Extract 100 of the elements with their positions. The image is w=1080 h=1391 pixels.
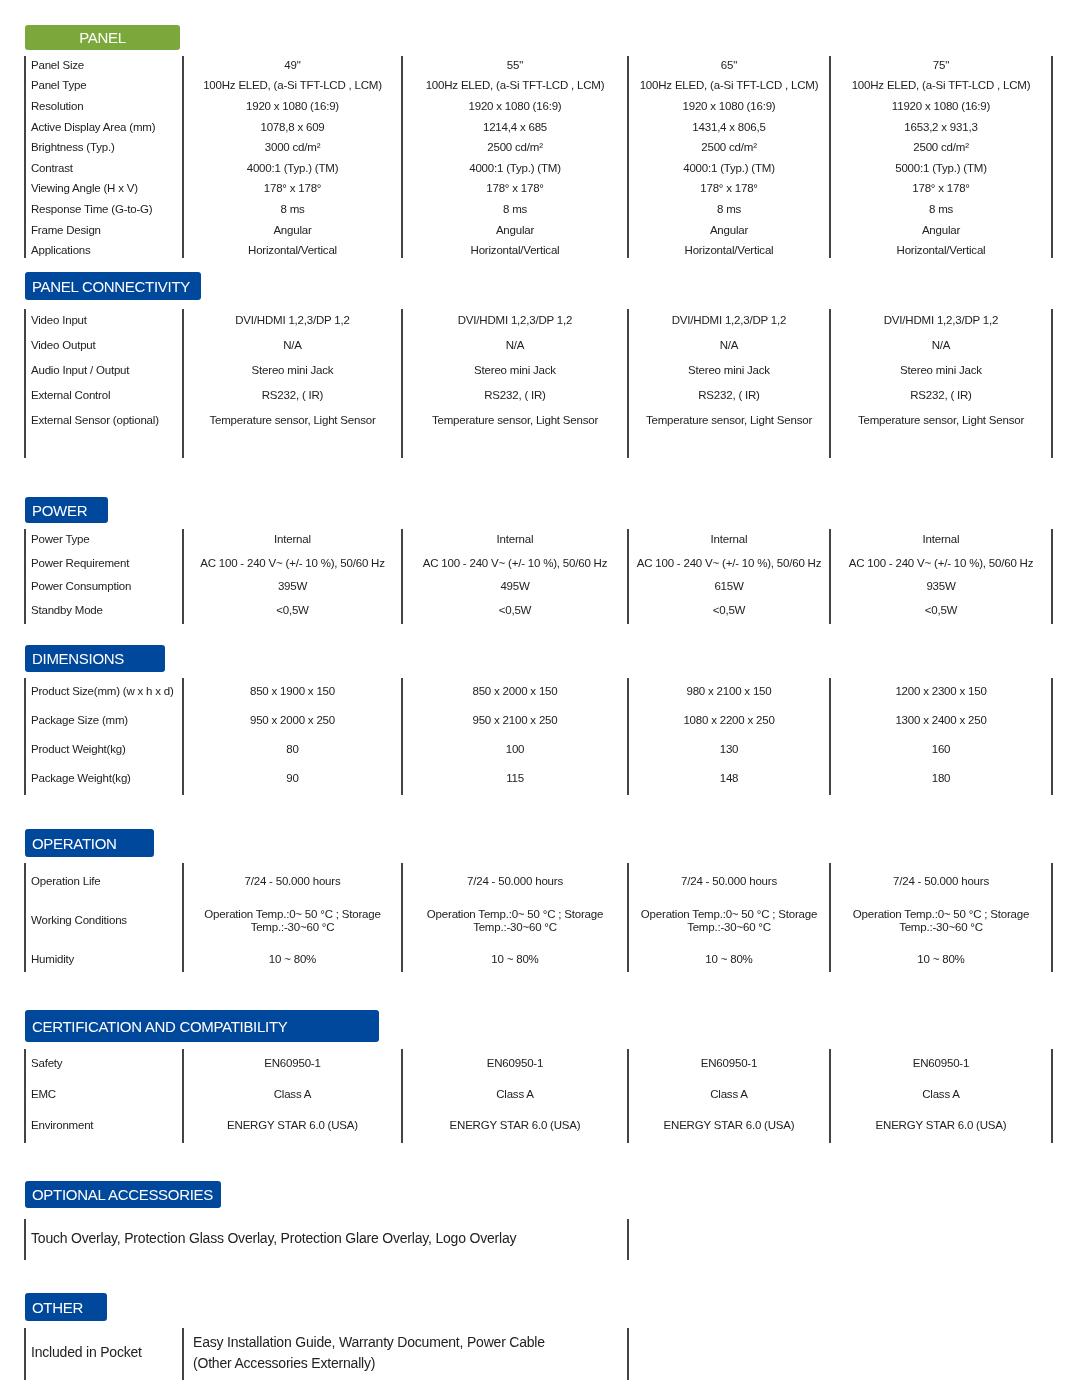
spec-value: Angular bbox=[708, 223, 750, 237]
spec-value: Horizontal/Vertical bbox=[247, 244, 338, 258]
spec-value: Class A bbox=[272, 1088, 313, 1101]
spec-value: ENERGY STAR 6.0 (USA) bbox=[448, 1119, 582, 1132]
spec-label: Safety bbox=[30, 1057, 64, 1070]
spec-value: Stereo mini Jack bbox=[687, 364, 771, 377]
spec-value: Class A bbox=[709, 1088, 749, 1101]
spec-label: Contrast bbox=[30, 161, 74, 175]
spec-value: N/A bbox=[718, 339, 740, 352]
spec-value: 1653,2 x 931,3 bbox=[903, 120, 979, 134]
spec-label: Applications bbox=[30, 244, 92, 258]
spec-value: Angular bbox=[920, 223, 962, 237]
spec-value: Horizontal/Vertical bbox=[895, 244, 987, 258]
spec-value: <0,5W bbox=[497, 603, 533, 617]
spec-value: <0,5W bbox=[275, 603, 310, 617]
spec-value: Temperature sensor, Light Sensor bbox=[644, 414, 814, 427]
spec-value: 10 ~ 80% bbox=[267, 953, 318, 966]
spec-value: 1214,4 x 685 bbox=[481, 120, 549, 134]
spec-value: Internal bbox=[273, 533, 312, 547]
spec-value: 10 ~ 80% bbox=[490, 953, 540, 966]
spec-value: 1431,4 x 806,5 bbox=[691, 120, 767, 134]
spec-value: ENERGY STAR 6.0 (USA) bbox=[874, 1119, 1008, 1132]
spec-value: 55" bbox=[505, 58, 525, 72]
spec-value: Internal bbox=[709, 533, 749, 547]
spec-value: 10 ~ 80% bbox=[916, 953, 966, 966]
section-header: OPTIONAL ACCESSORIES bbox=[25, 1181, 221, 1208]
spec-value: 1920 x 1080 (16:9) bbox=[681, 100, 777, 113]
spec-value: AC 100 - 240 V~ (+/- 10 %), 50/60 Hz bbox=[635, 556, 823, 570]
spec-label: Resolution bbox=[30, 100, 85, 113]
spec-value: ENERGY STAR 6.0 (USA) bbox=[662, 1119, 796, 1132]
spec-value: 950 x 2100 x 250 bbox=[471, 714, 559, 727]
spec-value: Temperature sensor, Light Sensor bbox=[208, 414, 377, 427]
spec-value: 2500 cd/m² bbox=[700, 141, 758, 155]
spec-value: <0,5W bbox=[923, 603, 959, 617]
spec-label: Power Type bbox=[30, 533, 91, 547]
spec-value: DVI/HDMI 1,2,3/DP 1,2 bbox=[234, 314, 351, 327]
spec-value: Operation Temp.:0~ 50 °C ; Storage Temp.:-30~60 °C bbox=[425, 907, 605, 934]
spec-label: Active Display Area (mm) bbox=[30, 120, 157, 134]
spec-value: 178° x 178° bbox=[485, 182, 545, 196]
section-header: CERTIFICATION AND COMPATIBILITY bbox=[25, 1010, 379, 1042]
spec-label: Response Time (G-to-G) bbox=[30, 203, 154, 216]
spec-value: AC 100 - 240 V~ (+/- 10 %), 50/60 Hz bbox=[847, 556, 1035, 570]
spec-value: 100Hz ELED, (a-Si TFT-LCD , LCM) bbox=[202, 79, 383, 93]
spec-value: 7/24 - 50.000 hours bbox=[892, 875, 990, 888]
spec-label: Included in Pocket bbox=[30, 1343, 143, 1362]
spec-value: RS232, ( IR) bbox=[697, 389, 761, 402]
spec-value: Operation Temp.:0~ 50 °C ; Storage Temp.:-30~60 °C bbox=[639, 907, 819, 934]
spec-value: 90 bbox=[285, 772, 300, 785]
spec-value: DVI/HDMI 1,2,3/DP 1,2 bbox=[670, 314, 788, 327]
spec-value: RS232, ( IR) bbox=[483, 389, 547, 402]
spec-value: Easy Installation Guide, Warranty Document, Power Cable (Other Accessories Externally) bbox=[192, 1332, 546, 1373]
spec-label: Viewing Angle (H x V) bbox=[30, 182, 139, 196]
spec-value: Angular bbox=[272, 223, 313, 237]
spec-value: N/A bbox=[504, 339, 526, 352]
spec-value: 1200 x 2300 x 150 bbox=[894, 685, 988, 698]
spec-value: 8 ms bbox=[501, 203, 529, 216]
spec-label: Video Input bbox=[30, 314, 88, 327]
spec-value: 115 bbox=[505, 772, 525, 785]
spec-value: 1080 x 2200 x 250 bbox=[682, 714, 776, 727]
spec-value: Touch Overlay, Protection Glass Overlay, Protection Glare Overlay, Logo Overlay bbox=[30, 1228, 518, 1248]
spec-value: 850 x 2000 x 150 bbox=[471, 685, 559, 698]
spec-value: 1920 x 1080 (16:9) bbox=[245, 100, 340, 113]
spec-value: 80 bbox=[285, 743, 300, 756]
spec-value: 178° x 178° bbox=[262, 182, 323, 196]
spec-value: 8 ms bbox=[927, 203, 955, 216]
spec-label: EMC bbox=[30, 1088, 57, 1101]
spec-value: 1920 x 1080 (16:9) bbox=[467, 100, 563, 113]
spec-label: Product Size(mm) (w x h x d) bbox=[30, 685, 175, 698]
section-header: OPERATION bbox=[25, 829, 154, 857]
spec-label: Standby Mode bbox=[30, 603, 104, 617]
section-header: PANEL CONNECTIVITY bbox=[25, 272, 201, 300]
spec-value: 8 ms bbox=[715, 203, 743, 216]
spec-value: 178° x 178° bbox=[911, 182, 971, 196]
spec-label: External Control bbox=[30, 389, 112, 402]
spec-value: EN60950-1 bbox=[485, 1057, 545, 1070]
spec-value: EN60950-1 bbox=[699, 1057, 759, 1070]
spec-value: Internal bbox=[495, 533, 535, 547]
spec-value: 1300 x 2400 x 250 bbox=[894, 714, 988, 727]
spec-value: Operation Temp.:0~ 50 °C ; Storage Temp.:-30~60 °C bbox=[851, 907, 1031, 934]
spec-label: Panel Size bbox=[30, 58, 85, 72]
spec-value: Angular bbox=[494, 223, 536, 237]
spec-value: RS232, ( IR) bbox=[909, 389, 973, 402]
spec-label: Power Requirement bbox=[30, 556, 131, 570]
spec-value: 850 x 1900 x 150 bbox=[248, 685, 336, 698]
spec-value: Temperature sensor, Light Sensor bbox=[856, 414, 1026, 427]
spec-label: Package Weight(kg) bbox=[30, 772, 132, 785]
spec-value: AC 100 - 240 V~ (+/- 10 %), 50/60 Hz bbox=[199, 556, 386, 570]
spec-value: 10 ~ 80% bbox=[704, 953, 754, 966]
spec-value: 615W bbox=[713, 580, 745, 594]
spec-value: Internal bbox=[921, 533, 961, 547]
spec-value: Stereo mini Jack bbox=[473, 364, 557, 377]
spec-value: AC 100 - 240 V~ (+/- 10 %), 50/60 Hz bbox=[421, 556, 609, 570]
spec-value: 2500 cd/m² bbox=[912, 141, 970, 155]
spec-value: Class A bbox=[495, 1088, 535, 1101]
spec-label: Audio Input / Output bbox=[30, 364, 131, 377]
spec-value: Temperature sensor, Light Sensor bbox=[430, 414, 600, 427]
spec-label: Operation Life bbox=[30, 875, 102, 888]
spec-value: 180 bbox=[930, 772, 952, 785]
spec-value: 5000:1 (Typ.) (TM) bbox=[894, 161, 988, 175]
spec-value: 1078,8 x 609 bbox=[259, 120, 326, 134]
